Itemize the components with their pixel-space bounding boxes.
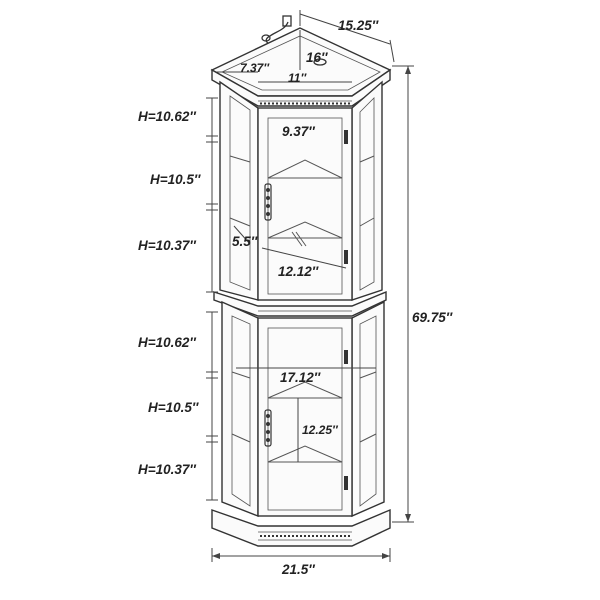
inner-top-width-label: 9.37″ bbox=[282, 124, 315, 139]
lower-cabinet bbox=[221, 300, 385, 518]
upper-shelf-3-height: H=10.37″ bbox=[138, 238, 196, 253]
top-side-label: 16″ bbox=[306, 50, 328, 65]
upper-door-handle[interactable] bbox=[264, 183, 272, 221]
upper-shelf-1-height: H=10.62″ bbox=[138, 109, 196, 124]
upper-shelf-2-height: H=10.5″ bbox=[150, 172, 201, 187]
lower-depth-label: 12.25″ bbox=[302, 423, 339, 437]
lower-width-label: 17.12″ bbox=[280, 370, 321, 385]
base-width-label: 21.5″ bbox=[281, 562, 315, 577]
overall-height-dimension bbox=[392, 65, 414, 523]
shelf-height-ladder bbox=[206, 97, 218, 501]
lower-shelf-3-height: H=10.37″ bbox=[138, 462, 196, 477]
top-depth-label: 15.25″ bbox=[338, 18, 379, 33]
overall-height-label: 69.75″ bbox=[412, 310, 453, 325]
lower-right-panel bbox=[351, 300, 385, 518]
lower-left-panel bbox=[221, 300, 259, 518]
top-front-label: 11″ bbox=[288, 71, 307, 85]
upper-door[interactable] bbox=[257, 107, 353, 301]
base-width-dimension bbox=[211, 548, 391, 562]
inner-dimension-lines bbox=[233, 225, 376, 462]
upper-right-panel bbox=[351, 80, 383, 301]
lower-shelf-2-height: H=10.5″ bbox=[148, 400, 199, 415]
upper-left-panel bbox=[219, 80, 259, 301]
lower-door-handle[interactable] bbox=[264, 409, 272, 447]
top-left-label: 7.37″ bbox=[240, 61, 270, 75]
lower-door[interactable] bbox=[257, 317, 353, 517]
cord-hole bbox=[313, 58, 327, 66]
upper-side-label: 5.5″ bbox=[232, 234, 258, 249]
upper-depth-label: 12.12″ bbox=[278, 264, 319, 279]
cabinet-base bbox=[211, 508, 391, 547]
lower-shelf-1-height: H=10.62″ bbox=[138, 335, 196, 350]
upper-cabinet bbox=[211, 68, 391, 301]
